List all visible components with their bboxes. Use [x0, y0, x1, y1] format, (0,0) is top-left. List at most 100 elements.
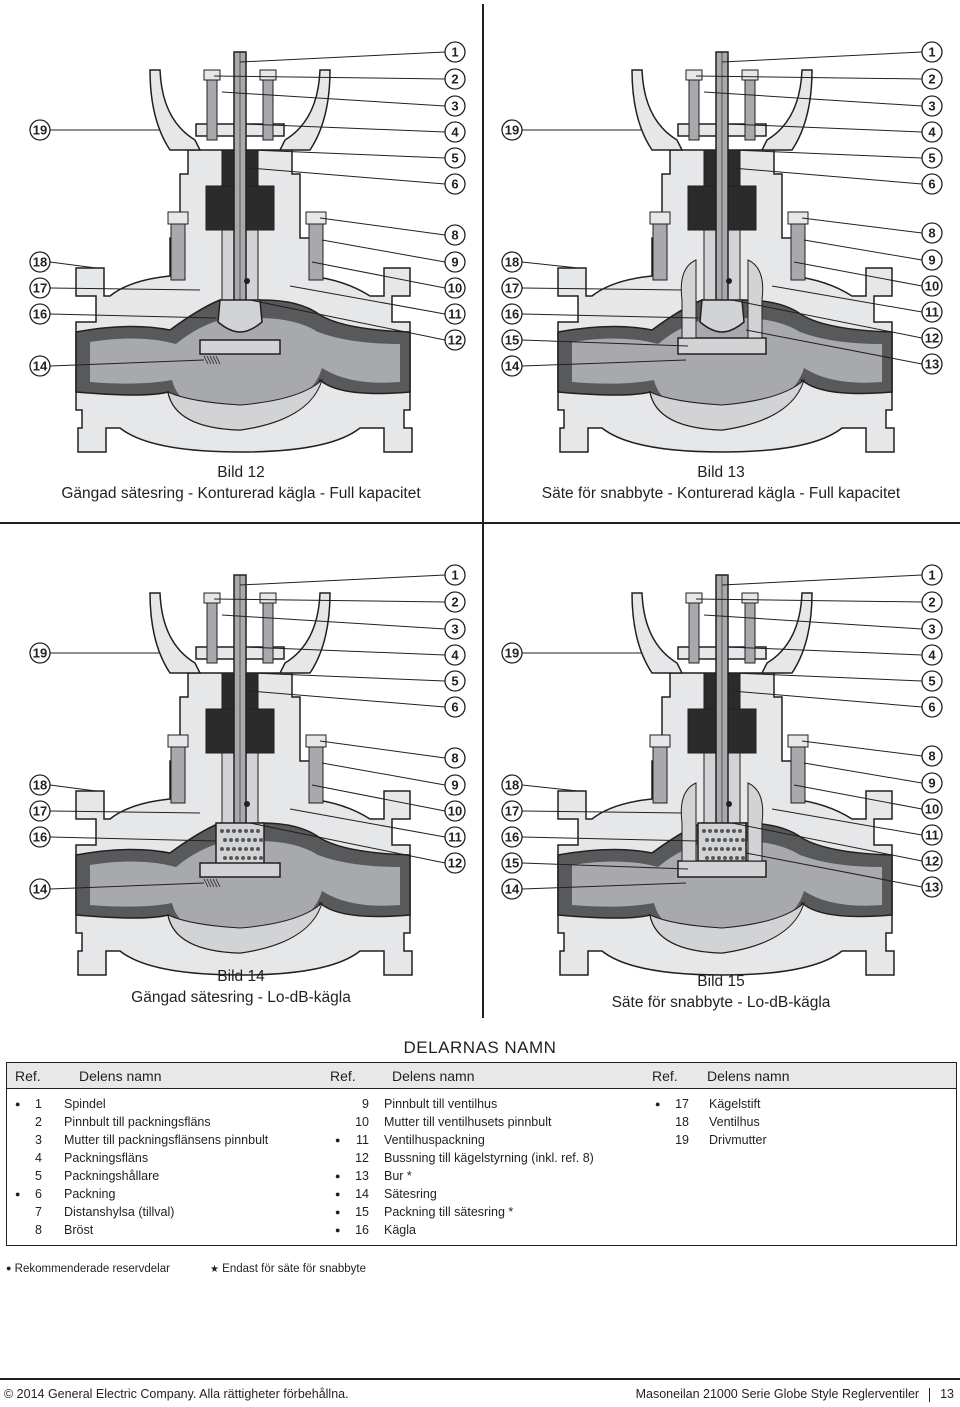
callout-number: 12 [925, 331, 939, 346]
callout-number: 17 [505, 804, 519, 819]
plug-pin [244, 801, 250, 807]
part-ref: 12 [355, 1151, 369, 1165]
packing-stud [744, 77, 756, 141]
legend-quick-change-text: Endast för säte för snabbyte [222, 1263, 367, 1275]
part-ref: 19 [675, 1133, 689, 1147]
plug-hole [741, 856, 745, 860]
packing-stud [206, 600, 218, 664]
callout-number: 9 [928, 776, 935, 791]
callout-number: 19 [33, 646, 47, 661]
part-name: Distanshylsa (tillval) [64, 1205, 175, 1219]
plug-hole [735, 856, 739, 860]
callout-leader [803, 239, 923, 261]
part-ref: 1 [35, 1097, 42, 1111]
callout-number: 5 [451, 151, 458, 166]
callout-leader [793, 261, 923, 287]
callout-bubble [501, 251, 523, 273]
callout-number: 13 [925, 880, 939, 895]
callout-bubble [921, 147, 943, 169]
recommended-dot-icon: ● [15, 1189, 21, 1199]
part-ref: 3 [35, 1133, 42, 1147]
packing-nut [259, 592, 277, 604]
header-ref: Ref. [15, 1068, 41, 1084]
seat-thread [206, 355, 212, 365]
packing-stud [262, 77, 274, 141]
plug-hole [229, 856, 233, 860]
body-stud [652, 744, 668, 804]
seat-thread [203, 878, 209, 888]
figure-title: Bild 15 [697, 973, 745, 990]
callout-leader [289, 808, 446, 838]
callout-bubble [29, 826, 51, 848]
page-number: 13 [940, 1387, 954, 1401]
callout-leader [221, 614, 446, 630]
packing-nut [203, 69, 221, 81]
callout-number: 15 [505, 856, 519, 871]
plug-hole [708, 847, 712, 851]
plug-hole [256, 829, 260, 833]
callout-number: 18 [33, 255, 47, 270]
part-ref: 9 [362, 1097, 369, 1111]
figure-description: Gängad sätesring - Lo-dB-kägla [131, 989, 351, 1006]
packing-stud [206, 77, 218, 141]
callout-number: 10 [925, 802, 939, 817]
callout-number: 4 [451, 648, 459, 663]
plug-hole [717, 856, 721, 860]
callout-leader [49, 359, 205, 367]
parts-row: 10 Mutter till ventilhusets pinnbult [327, 1113, 637, 1131]
packing-nut [741, 592, 759, 604]
callout-bubble [444, 147, 466, 169]
body-nut [305, 734, 327, 748]
star-icon: ★ [210, 1264, 219, 1275]
callout-leader [249, 149, 446, 159]
plug-hole [232, 829, 236, 833]
header-ref: Ref. [652, 1068, 678, 1084]
callout-number: 3 [928, 99, 935, 114]
callout-leader [727, 646, 923, 656]
callout-bubble [921, 591, 943, 613]
callout-bubble [444, 800, 466, 822]
callout-leader [289, 285, 446, 315]
part-ref: 10 [355, 1115, 369, 1129]
plug-hole [729, 838, 733, 842]
callout-number: 11 [448, 307, 462, 322]
callout-leader [771, 808, 923, 836]
plug-hole [702, 847, 706, 851]
callout-bubble [444, 251, 466, 273]
parts-table-header: Ref. Delens namn Ref. Delens namn Ref. D… [7, 1063, 956, 1089]
body-stud [790, 744, 806, 804]
plug-hole [717, 838, 721, 842]
callout-number: 8 [451, 751, 458, 766]
part-ref: 8 [35, 1223, 42, 1237]
callout-number: 9 [451, 778, 458, 793]
callout-bubble [501, 119, 523, 141]
plug-hole [708, 829, 712, 833]
plug-hole [226, 829, 230, 833]
part-name: Packning till sätesring * [384, 1205, 514, 1219]
part-name: Bur * [384, 1169, 412, 1183]
callout-leader [239, 51, 446, 63]
contoured-plug [217, 299, 263, 333]
callout-leader [521, 810, 683, 814]
plug-hole [241, 838, 245, 842]
callout-bubble [29, 119, 51, 141]
callout-bubble [444, 591, 466, 613]
callout-leader [245, 123, 446, 133]
part-name: Mutter till ventilhusets pinnbult [384, 1115, 552, 1129]
part-name: Spindel [64, 1097, 106, 1111]
plug-hole [726, 847, 730, 851]
plug-pin [726, 278, 732, 284]
part-name: Drivmutter [709, 1133, 767, 1147]
callout-bubble [444, 303, 466, 325]
yoke-right [278, 69, 331, 151]
callout-bubble [29, 355, 51, 377]
callout-leader [801, 217, 923, 234]
callout-leader [49, 313, 217, 319]
callout-bubble [921, 876, 943, 898]
